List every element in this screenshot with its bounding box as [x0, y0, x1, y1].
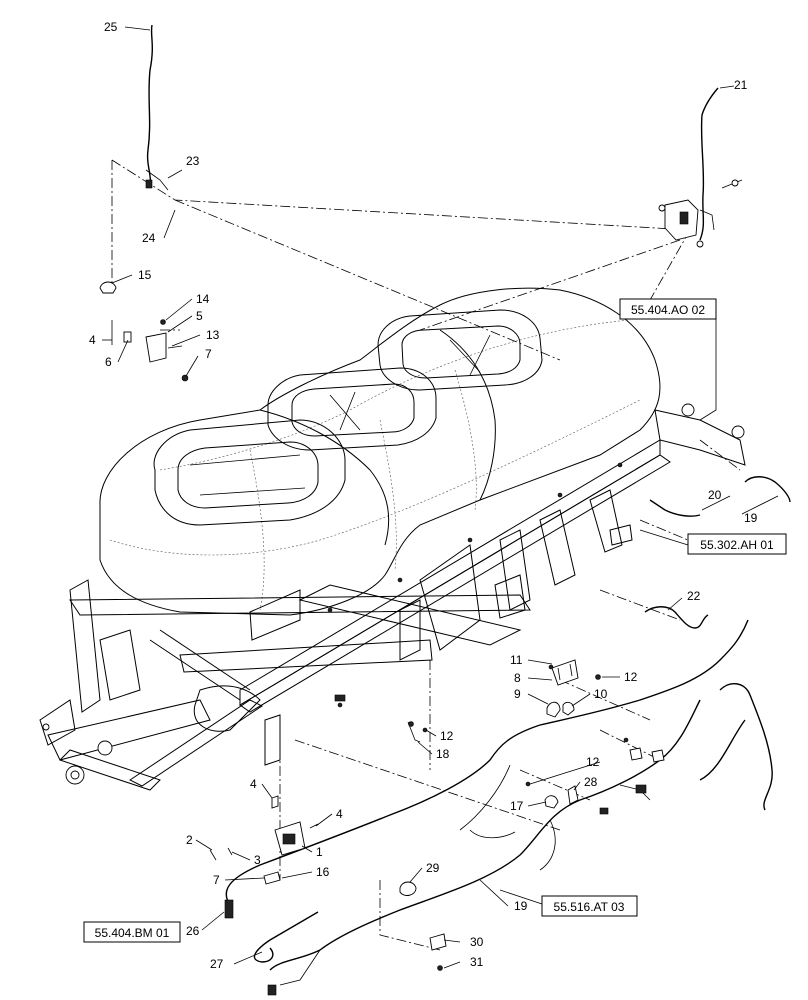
callout-26: 26	[186, 924, 200, 938]
harness-20	[649, 499, 701, 517]
callout-4-lower-left: 4	[250, 777, 257, 791]
clamp-29	[399, 881, 417, 896]
reference-box-bm01[interactable]: 55.404.BM 01	[83, 921, 181, 943]
frame-chassis	[39, 403, 746, 791]
callout-numbers: 25 23 24 21 15 14 5 13 4 6 7 20 19 22 11…	[89, 20, 758, 971]
callout-19-lower: 19	[514, 899, 528, 913]
clip-30-31	[429, 933, 447, 971]
callout-31: 31	[470, 955, 484, 969]
callout-3: 3	[254, 853, 261, 867]
harness-21	[699, 87, 719, 241]
reference-box-at03[interactable]: 55.516.AT 03	[541, 895, 638, 917]
callout-28: 28	[584, 775, 598, 789]
callout-11: 11	[510, 653, 523, 667]
center-lines	[111, 159, 741, 951]
callout-23: 23	[186, 154, 200, 168]
callout-18: 18	[436, 747, 450, 761]
callout-14: 14	[196, 292, 210, 306]
callout-1: 1	[316, 845, 323, 859]
tank-lid-rear	[377, 309, 543, 391]
callout-25: 25	[104, 20, 118, 34]
harness-27	[253, 911, 319, 963]
callout-12-center: 12	[440, 729, 454, 743]
callout-20: 20	[708, 488, 722, 502]
callout-24: 24	[142, 231, 156, 245]
bracket-8-group	[546, 659, 601, 718]
callout-21: 21	[734, 78, 748, 92]
callout-4-lower-right: 4	[336, 807, 343, 821]
harness-19-main	[224, 619, 773, 996]
callout-12-right: 12	[624, 670, 638, 684]
harness-19-upper	[744, 476, 791, 503]
reference-box-ao02[interactable]: 55.404.AO 02	[619, 298, 717, 320]
callout-27: 27	[210, 957, 224, 971]
harness-25	[145, 24, 169, 191]
callout-16: 16	[316, 865, 330, 879]
callout-6: 6	[105, 355, 112, 369]
tank-assembly	[99, 287, 661, 616]
connector-18	[407, 721, 428, 743]
leader-lines	[102, 26, 779, 969]
tank-lid-middle	[267, 367, 437, 451]
callout-5: 5	[196, 309, 203, 323]
module-1	[209, 795, 319, 885]
callout-12-lower: 12	[586, 755, 600, 769]
callout-8: 8	[514, 671, 521, 685]
reference-label: 55.516.AT 03	[554, 900, 625, 914]
callout-7-upper: 7	[205, 347, 212, 361]
reference-label: 55.404.AO 02	[631, 303, 705, 317]
callout-30: 30	[470, 935, 484, 949]
callout-29: 29	[426, 861, 440, 875]
callout-13: 13	[206, 328, 220, 342]
upper-right-bracket	[658, 179, 743, 248]
callout-10: 10	[594, 687, 608, 701]
callout-19-upper: 19	[744, 511, 758, 525]
callout-7-lower: 7	[213, 873, 220, 887]
small-parts-upper-left	[99, 281, 189, 382]
clips-17-28	[525, 737, 665, 809]
callout-15: 15	[138, 268, 152, 282]
callout-9: 9	[514, 687, 521, 701]
callout-17: 17	[510, 799, 524, 813]
reference-box-ah01[interactable]: 55.302.AH 01	[687, 533, 787, 555]
reference-label: 55.404.BM 01	[95, 926, 170, 940]
callout-4-upper: 4	[89, 333, 96, 347]
tank-lid-front	[153, 419, 346, 526]
callout-2: 2	[186, 833, 193, 847]
harness-22	[644, 606, 709, 629]
reference-label: 55.302.AH 01	[700, 538, 774, 552]
callout-22: 22	[687, 589, 701, 603]
